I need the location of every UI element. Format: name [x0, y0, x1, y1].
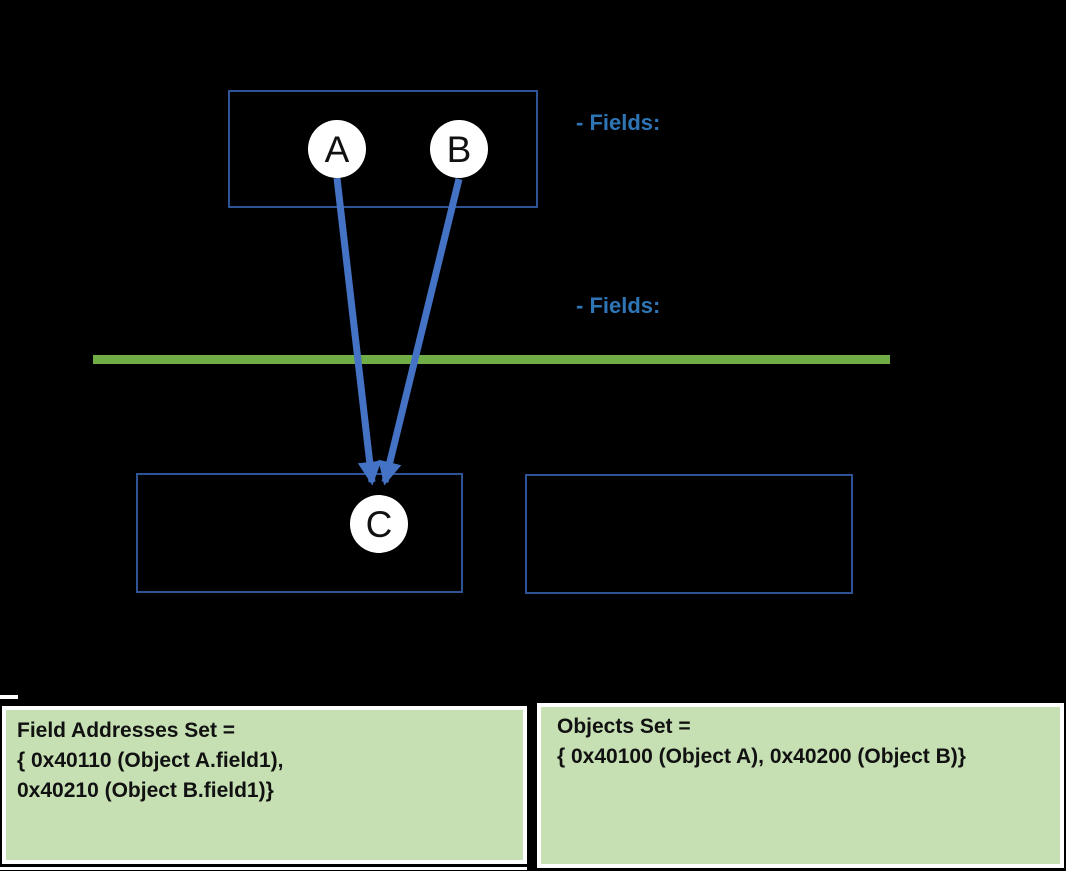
- node-object-a: A: [308, 120, 366, 178]
- node-object-c: C: [350, 495, 408, 553]
- field-addresses-set-box: Field Addresses Set = { 0x40110 (Object …: [2, 706, 527, 864]
- fields-label-top: - Fields:: [576, 110, 661, 135]
- node-b-label: B: [446, 128, 472, 170]
- arrow-b-to-c: [378, 178, 463, 486]
- bottom-right-rect: [525, 474, 853, 594]
- objects-set-line-2: { 0x40100 (Object A), 0x40200 (Object B)…: [557, 745, 966, 768]
- arrow-a-to-c: [333, 177, 382, 486]
- green-divider-line: [93, 355, 890, 364]
- field-addresses-line-2: { 0x40110 (Object A.field1),: [17, 749, 284, 772]
- top-objects-rect: [228, 90, 538, 208]
- fields-label-middle: - Fields:: [576, 293, 661, 318]
- field-addresses-line-3: 0x40210 (Object B.field1)}: [17, 779, 274, 802]
- node-a-label: A: [324, 128, 350, 170]
- node-object-b: B: [430, 120, 488, 178]
- objects-set-box: Objects Set = { 0x40100 (Object A), 0x40…: [537, 703, 1064, 868]
- objects-set-line-1: Objects Set =: [557, 715, 691, 738]
- node-c-label: C: [365, 503, 393, 545]
- bottom-left-rect: [136, 473, 463, 593]
- white-edge-fragment-top: [0, 695, 18, 699]
- field-addresses-line-1: Field Addresses Set =: [17, 719, 236, 742]
- white-edge-line-bottom: [0, 867, 527, 870]
